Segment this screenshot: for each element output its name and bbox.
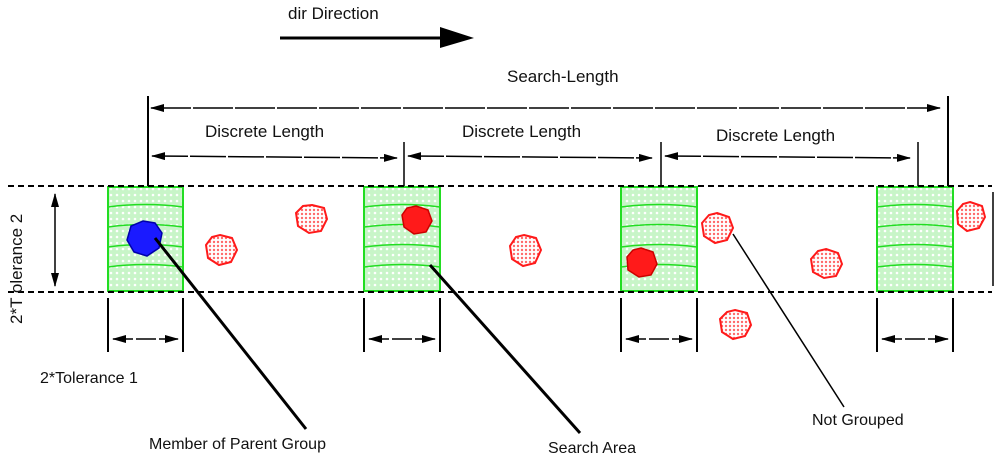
point-not-grouped: [294, 203, 329, 235]
not-grouped-label: Not Grouped: [812, 412, 904, 429]
leader-not-grouped: [732, 233, 845, 408]
leader-lines: [153, 233, 845, 434]
search-area-3: [620, 186, 698, 292]
member-parent-label: Member of Parent Group: [149, 436, 326, 453]
point-not-grouped: [508, 233, 543, 268]
point-not-grouped: [955, 200, 987, 233]
point-not-grouped: [718, 308, 753, 341]
direction-indicator: dir Direction: [280, 4, 474, 48]
point-grouped: [401, 205, 433, 235]
tolerance1-label: 2*Tolerance 1: [40, 370, 138, 387]
tolerance-band: [8, 185, 994, 293]
point-not-grouped: [204, 233, 239, 267]
discrete-length-arrow-1: [151, 152, 398, 162]
discrete-length-label-3: Discrete Length: [716, 126, 835, 145]
discrete-length-arrow-3: [664, 152, 911, 162]
discrete-length-arrow-2: [407, 152, 653, 162]
point-not-grouped: [700, 211, 735, 245]
tolerance2-dimension: 2*T olerance 2: [7, 193, 59, 324]
point-grouped: [626, 247, 658, 278]
discrete-length-label-2: Discrete Length: [462, 122, 581, 141]
search-length-label: Search-Length: [507, 67, 619, 86]
point-not-grouped: [809, 247, 844, 280]
leader-member: [153, 237, 308, 430]
point-member-blue: [126, 220, 163, 257]
direction-label: dir Direction: [288, 4, 379, 23]
tolerance1-dimensions: 2*Tolerance 1: [40, 298, 954, 387]
discrete-lengths: Discrete Length Discrete Length Discrete…: [151, 122, 919, 186]
search-area-label: Search Area: [548, 440, 636, 457]
search-area-2: [363, 186, 441, 292]
direction-arrow-head-icon: [440, 27, 474, 48]
tolerance2-label: 2*T olerance 2: [7, 214, 26, 324]
search-area-4: [876, 186, 954, 292]
leader-search-area: [428, 264, 582, 434]
discrete-length-label-1: Discrete Length: [205, 122, 324, 141]
points: [126, 200, 987, 341]
